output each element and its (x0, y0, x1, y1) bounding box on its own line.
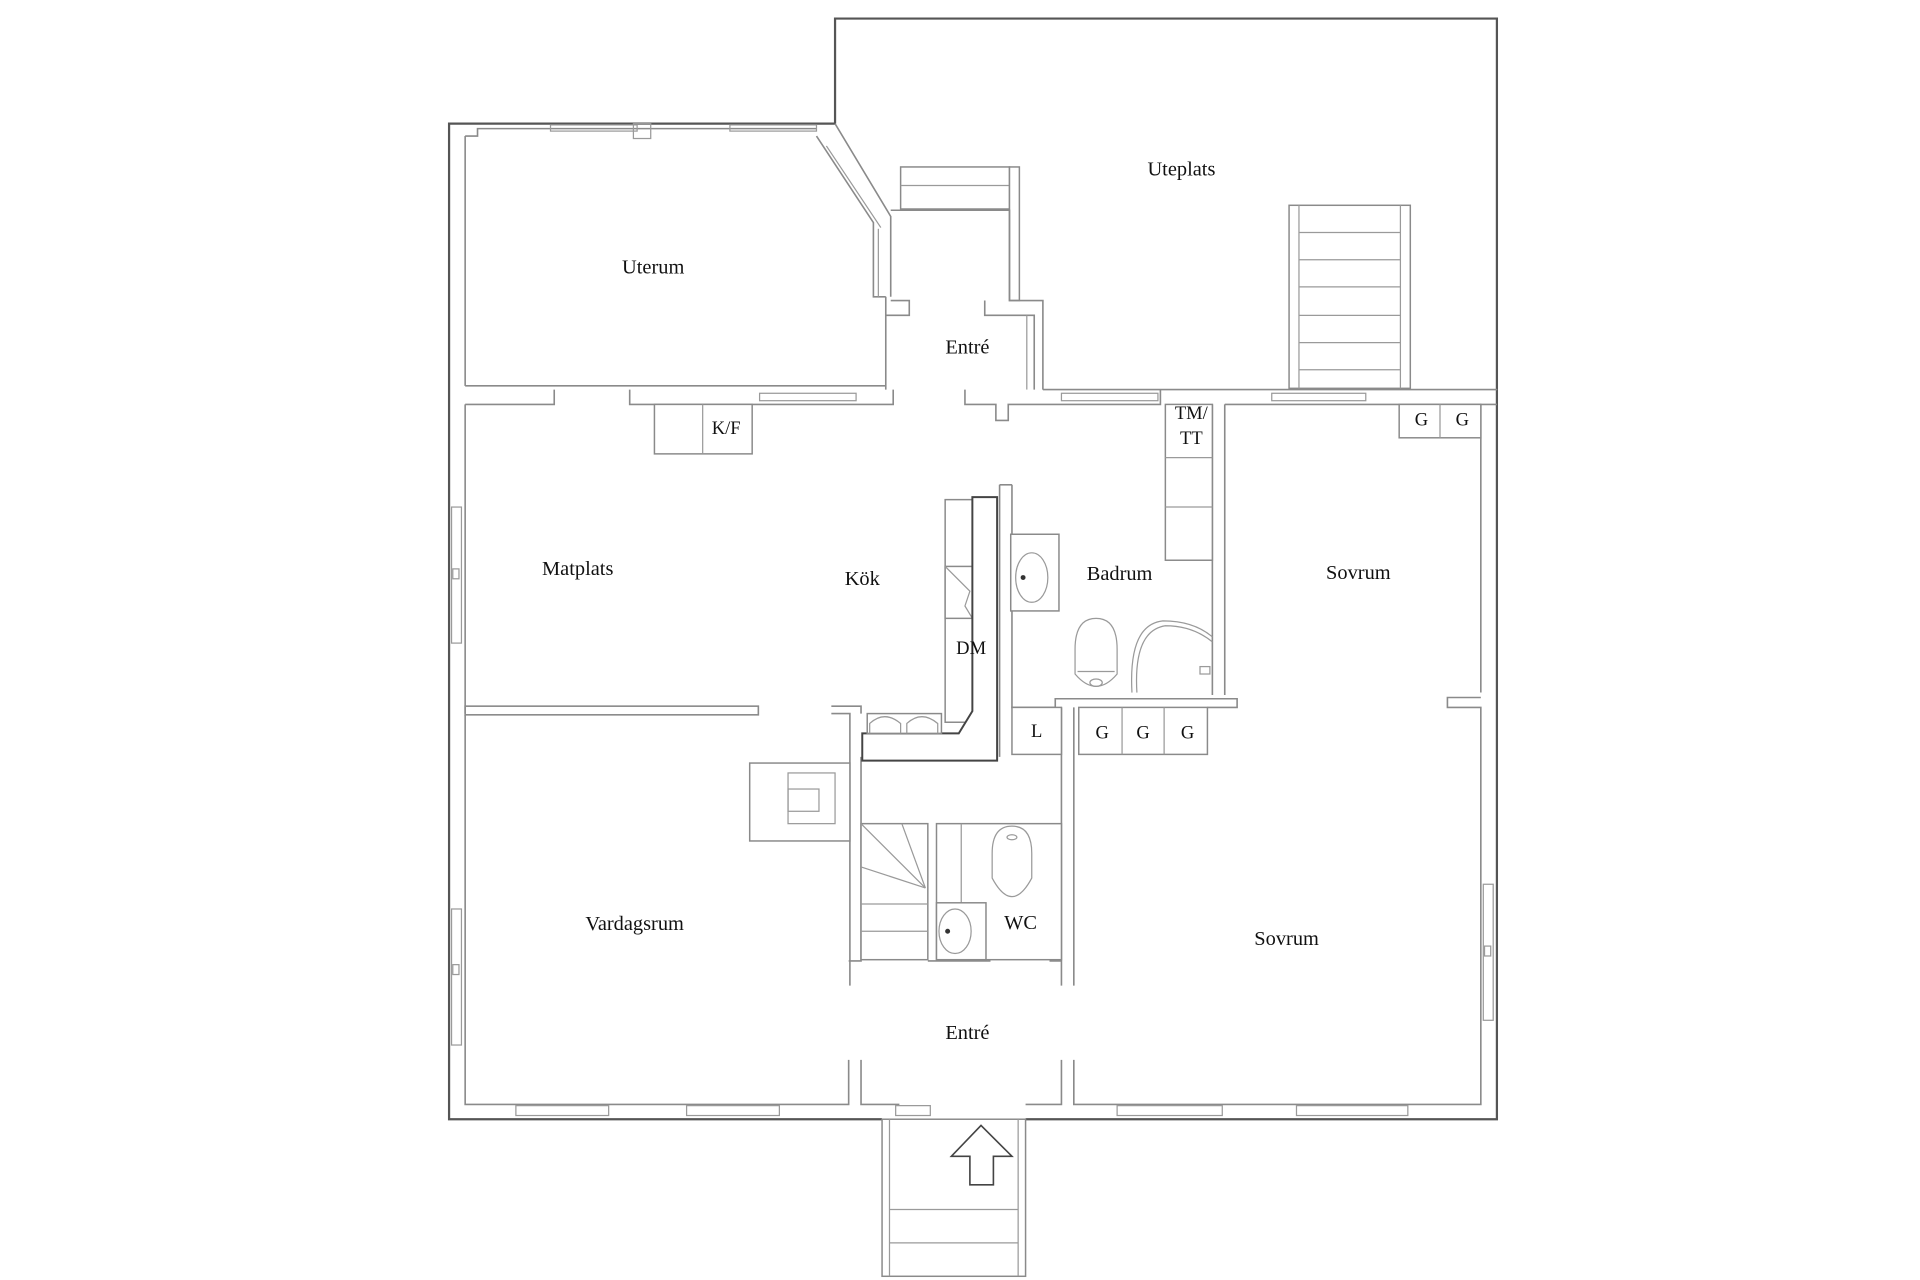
back-entry-structure (884, 166, 1044, 390)
label-dm: DM (956, 638, 986, 659)
label-tt: TT (1180, 428, 1203, 449)
fridge-freezer-cabinet (653, 403, 753, 455)
room-label-badrum: Badrum (1087, 563, 1153, 585)
room-label-kok: Kök (845, 568, 881, 590)
room-label-matplats: Matplats (542, 558, 613, 580)
room-label-back-entry: Entré (945, 337, 989, 359)
fireplace-icon (748, 762, 851, 842)
outer-walls (447, 122, 1499, 1121)
shower-icon (1130, 620, 1213, 693)
room-label-sovrum-top: Sovrum (1326, 562, 1391, 584)
label-g-1: G (1415, 409, 1428, 430)
label-g-2: G (1456, 409, 1469, 430)
entrance-arrow-icon (949, 1124, 1014, 1186)
front-steps (881, 1118, 1027, 1278)
room-label-sovrum-bottom: Sovrum (1254, 928, 1319, 950)
room-label-uteplats: Uteplats (1147, 159, 1215, 181)
interior-stairs (860, 822, 929, 961)
room-label-front-entry: Entré (945, 1022, 989, 1044)
patio-outline (833, 17, 1499, 390)
patio-stairs (1288, 204, 1412, 390)
label-l: L (1031, 721, 1042, 742)
washer-dryer-cabinet (1164, 403, 1214, 561)
wardrobe-top (1398, 403, 1482, 439)
label-tm: TM/ (1175, 403, 1209, 424)
bathroom-sink-icon (1009, 533, 1060, 612)
wc-room-fixtures (935, 822, 1063, 961)
bathroom-toilet-icon (1074, 617, 1118, 687)
kitchen-counter (861, 496, 999, 762)
room-label-uterum: Uterum (622, 256, 684, 278)
label-g-3: G (1096, 722, 1109, 743)
linen-cabinet (1011, 706, 1063, 756)
wardrobe-bottom (1078, 706, 1209, 756)
label-kf: K/F (712, 418, 741, 439)
room-label-wc: WC (1004, 912, 1037, 934)
label-g-5: G (1181, 722, 1194, 743)
label-g-4: G (1136, 722, 1149, 743)
room-label-vardagsrum: Vardagsrum (585, 913, 684, 935)
